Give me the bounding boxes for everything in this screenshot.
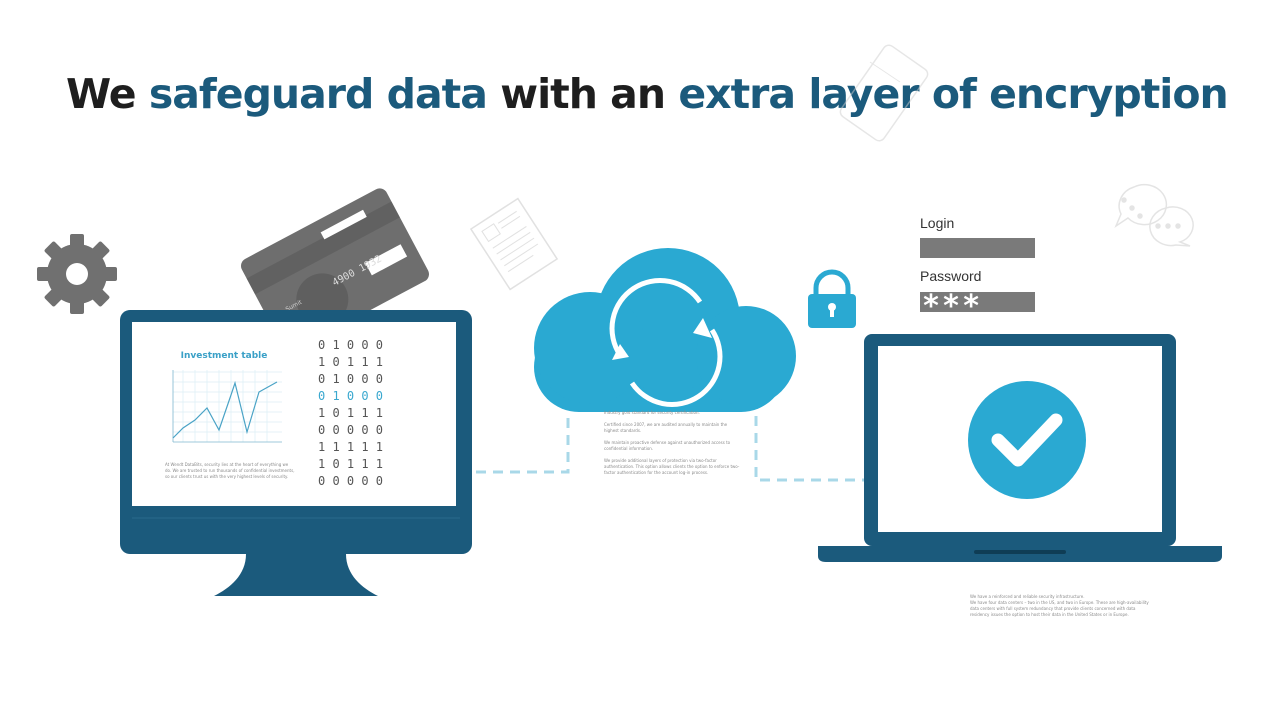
binary-row: 0 1 0 0 0: [318, 338, 383, 352]
chart-title: Investment table: [181, 351, 268, 361]
laptop-notes: We have a reinforced and reliable securi…: [970, 594, 1154, 618]
gear-icon: [37, 234, 117, 314]
checkmark-icon: [968, 381, 1086, 499]
login-label: Login: [920, 215, 954, 231]
binary-row: 1 0 1 1 1: [318, 457, 383, 471]
padlock-icon: [808, 269, 856, 328]
binary-row: 1 0 1 1 1: [318, 406, 383, 420]
binary-row: 1 1 1 1 1: [318, 440, 383, 454]
phone-outline-icon: [839, 44, 929, 142]
cloud-notes: Industry gold standard for security cert…: [604, 410, 742, 476]
chat-bubbles-icon: [1114, 183, 1194, 247]
headline-safeguard-data: safeguard data: [148, 70, 488, 118]
binary-row: 0 1 0 0 0: [318, 389, 383, 403]
login-input[interactable]: [920, 238, 1035, 258]
headline-word-we: We: [66, 70, 137, 118]
cloud-icon: [534, 248, 796, 412]
cloud-note: Industry gold standard for security cert…: [604, 410, 700, 415]
password-label: Password: [920, 268, 981, 284]
dashed-connector-right: [754, 416, 864, 482]
cloud-note: We provide additional layers of protecti…: [604, 458, 740, 475]
document-icon: [469, 197, 559, 291]
laptop-note: We have a reinforced and reliable securi…: [970, 594, 1085, 599]
binary-row: 1 0 1 1 1: [318, 355, 383, 369]
dashed-connector-left: [476, 416, 570, 474]
desktop-monitor: [120, 310, 472, 596]
laptop-note: We have four data centers – two in the U…: [970, 600, 1149, 617]
login-form: Login Password ***: [920, 215, 1035, 324]
cloud-note: Certified since 2007, we are audited ann…: [604, 422, 728, 433]
headline-extra-layer: extra layer of encryption: [678, 70, 1228, 118]
cloud-note: We maintain proactive defense against un…: [604, 440, 731, 451]
headline-with-an: with an: [500, 70, 666, 118]
binary-grid: 0 1 0 0 0 1 0 1 1 1 0 1 0 0 0 0 1 0 0 0 1 0 …: [318, 338, 383, 488]
binary-row: 0 0 0 0 0: [318, 474, 383, 488]
binary-row: 0 0 0 0 0: [318, 423, 383, 437]
page-headline: We safeguard data with an extra layer of…: [66, 70, 1229, 118]
password-mask: ***: [922, 289, 982, 324]
investment-line-chart: [172, 370, 282, 443]
sync-arrows-icon: [609, 278, 723, 407]
binary-row: 0 1 0 0 0: [318, 372, 383, 386]
chart-caption: At Wendt DataBits, security lies at the …: [165, 462, 295, 479]
password-input[interactable]: [920, 292, 1035, 312]
